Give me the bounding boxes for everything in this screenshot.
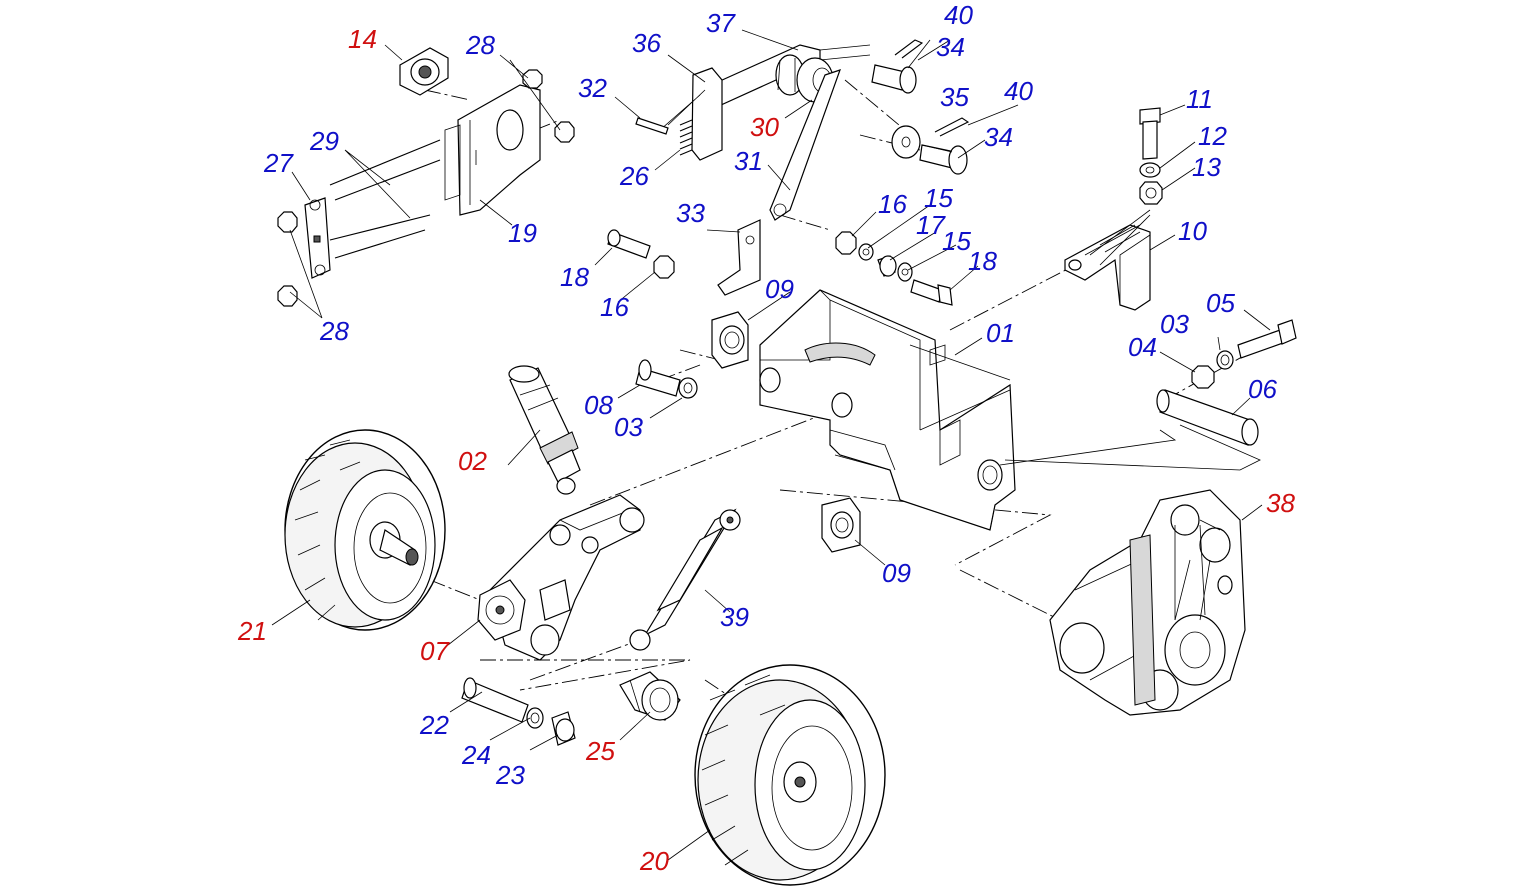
pin-22	[461, 677, 529, 723]
label-part-26: 26	[619, 161, 649, 191]
bolt-11	[1139, 107, 1161, 160]
shaft-06	[1156, 389, 1259, 446]
hydraulic-cylinder-02	[508, 365, 581, 495]
washer-03-left	[678, 377, 698, 399]
washer-15-b	[897, 262, 913, 282]
part-labels: 01 02 03 03 04 05 06 07 08 09 09 10 11 1…	[237, 0, 1295, 876]
nut-16-left	[653, 255, 675, 279]
label-part-08: 08	[584, 390, 613, 420]
nuts-28	[277, 69, 575, 307]
washer-15-a	[858, 243, 874, 261]
label-part-15-b: 15	[942, 226, 971, 256]
label-part-36: 36	[632, 28, 661, 58]
label-part-25: 25	[585, 736, 615, 766]
main-frame-bracket	[759, 289, 1016, 531]
bearing-14	[399, 47, 449, 96]
wheel-20	[694, 664, 886, 886]
pin-32	[635, 117, 669, 135]
label-part-37: 37	[706, 8, 736, 38]
label-part-33: 33	[676, 198, 705, 228]
label-part-06: 06	[1248, 374, 1277, 404]
label-part-18-left: 18	[560, 262, 589, 292]
bracket-36	[659, 67, 723, 161]
spacer-17	[877, 255, 897, 277]
bolt-18-right	[910, 279, 953, 306]
label-part-19: 19	[508, 218, 537, 248]
label-part-34-top: 34	[936, 32, 965, 62]
arm-31	[769, 69, 841, 221]
spring-26	[679, 119, 693, 156]
cotter-40-top	[894, 39, 924, 59]
label-part-14: 14	[348, 24, 377, 54]
label-part-38: 38	[1266, 488, 1295, 518]
pin-34-top	[871, 64, 917, 94]
nut-13	[1139, 181, 1163, 205]
label-part-23: 23	[495, 760, 525, 790]
bushing-23	[551, 711, 576, 746]
label-part-24: 24	[461, 740, 491, 770]
label-part-20: 20	[639, 846, 669, 876]
label-part-15-a: 15	[924, 183, 953, 213]
bolt-05	[1237, 319, 1297, 359]
label-part-27: 27	[263, 148, 294, 178]
label-part-05: 05	[1206, 288, 1235, 318]
label-part-16-left: 16	[600, 292, 629, 322]
label-part-09-top: 09	[765, 274, 794, 304]
washer-24	[526, 707, 544, 729]
washer-03-right	[1216, 350, 1234, 370]
label-part-28-bottom: 28	[319, 316, 349, 346]
nut-04	[1191, 365, 1215, 389]
washer-12	[1139, 162, 1161, 178]
label-part-28-top: 28	[465, 30, 495, 60]
label-part-04: 04	[1128, 332, 1157, 362]
label-part-18-right: 18	[968, 246, 997, 276]
rods-29	[329, 139, 441, 259]
wheel-hub-25	[619, 671, 681, 721]
bracket-33	[717, 219, 761, 296]
link-27	[304, 197, 331, 279]
label-part-35: 35	[940, 82, 969, 112]
plate-19	[444, 84, 541, 216]
label-part-39: 39	[720, 602, 749, 632]
label-part-02: 02	[458, 446, 487, 476]
label-part-01: 01	[986, 318, 1015, 348]
bolt-18-left	[607, 229, 651, 259]
label-part-07: 07	[420, 636, 450, 666]
label-part-40-top: 40	[944, 0, 973, 30]
label-part-16-right: 16	[878, 189, 907, 219]
flange-bearing-09-bottom	[821, 497, 861, 553]
label-part-31: 31	[734, 146, 763, 176]
label-part-29: 29	[309, 126, 339, 156]
cotter-40-bottom	[934, 117, 970, 137]
label-part-12: 12	[1198, 121, 1227, 151]
swing-arm-07	[477, 494, 645, 661]
pin-08	[635, 359, 681, 397]
label-part-09-bottom: 09	[882, 558, 911, 588]
label-part-30: 30	[750, 112, 779, 142]
damper-39	[629, 508, 741, 651]
flange-bearing-09-top	[711, 311, 749, 369]
label-part-40-bottom: 40	[1004, 76, 1033, 106]
label-part-13: 13	[1192, 152, 1221, 182]
label-part-11: 11	[1186, 84, 1213, 114]
wheel-21	[284, 429, 446, 631]
support-foot	[1064, 224, 1151, 311]
label-part-03-right: 03	[1160, 309, 1189, 339]
label-part-17: 17	[916, 210, 946, 240]
leader-lines	[271, 29, 1271, 861]
label-part-32: 32	[578, 73, 607, 103]
label-part-03-left: 03	[614, 412, 643, 442]
label-part-22: 22	[419, 710, 449, 740]
chain-drive-38	[1049, 489, 1246, 716]
label-part-21: 21	[237, 616, 267, 646]
washer-35	[891, 125, 921, 159]
label-part-10: 10	[1178, 216, 1207, 246]
label-part-34-bottom: 34	[984, 122, 1013, 152]
pin-34-bottom	[919, 144, 968, 175]
nut-16-right	[835, 231, 857, 255]
